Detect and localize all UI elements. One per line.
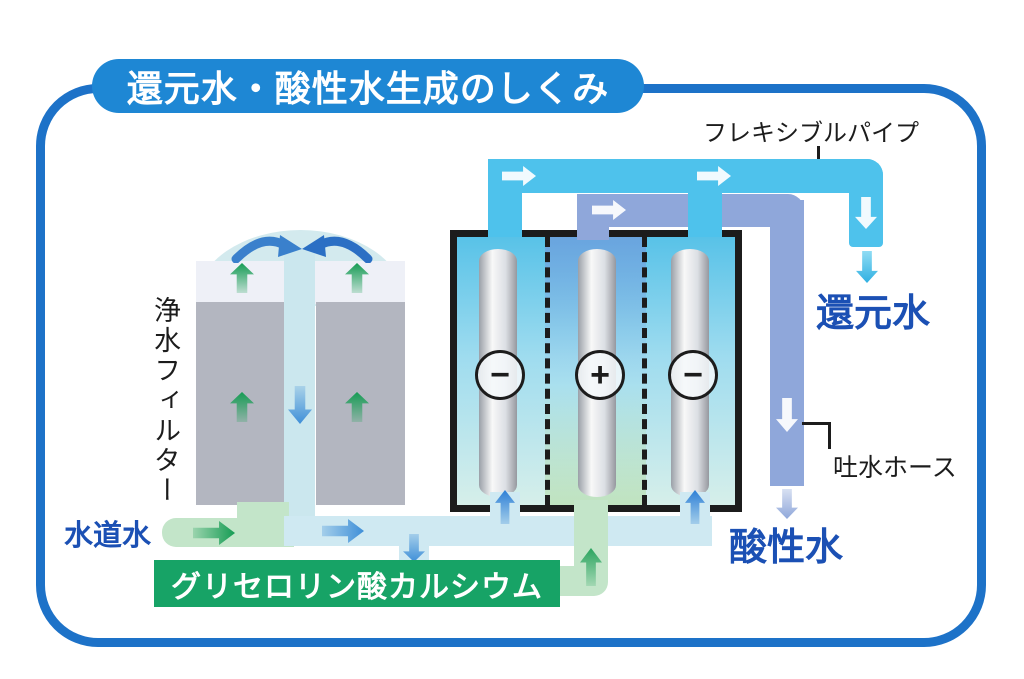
- tap-water-label: 水道水: [64, 520, 152, 552]
- cathode-symbol: −: [475, 350, 525, 400]
- flexible-pipe-label: フレキシブルパイプ: [703, 120, 919, 147]
- discharge-hose-label: 吐水ホース: [833, 454, 957, 482]
- alkaline-pipe-horizontal: [488, 159, 883, 193]
- flexible-pipe-pointer: [817, 146, 820, 159]
- page-title: 還元水・酸性水生成のしくみ: [126, 68, 610, 109]
- membrane-divider: [642, 237, 647, 505]
- cathode-symbol: −: [668, 350, 718, 400]
- alkaline-pipe-riser-right: [688, 190, 722, 237]
- discharge-hose-pointer-h: [802, 422, 831, 425]
- additive-banner-label: グリセロリン酸カルシウム: [171, 570, 543, 604]
- circulation-arrows-icon: [231, 235, 373, 263]
- filter-center-channel: [284, 250, 315, 520]
- tap-water-pipe-riser: [237, 502, 289, 522]
- acidic-water-pipe-vertical: [770, 200, 804, 486]
- reduced-water-label: 還元水: [816, 293, 931, 335]
- additive-banner: グリセロリン酸カルシウム: [154, 560, 560, 607]
- anode-symbol: +: [575, 350, 625, 400]
- membrane-divider: [545, 237, 550, 505]
- title-banner: 還元水・酸性水生成のしくみ: [92, 59, 644, 113]
- discharge-hose-pointer-v: [828, 422, 831, 449]
- water-filter-label: 浄水フィルター: [150, 296, 180, 506]
- acidic-water-label: 酸性水: [729, 527, 844, 569]
